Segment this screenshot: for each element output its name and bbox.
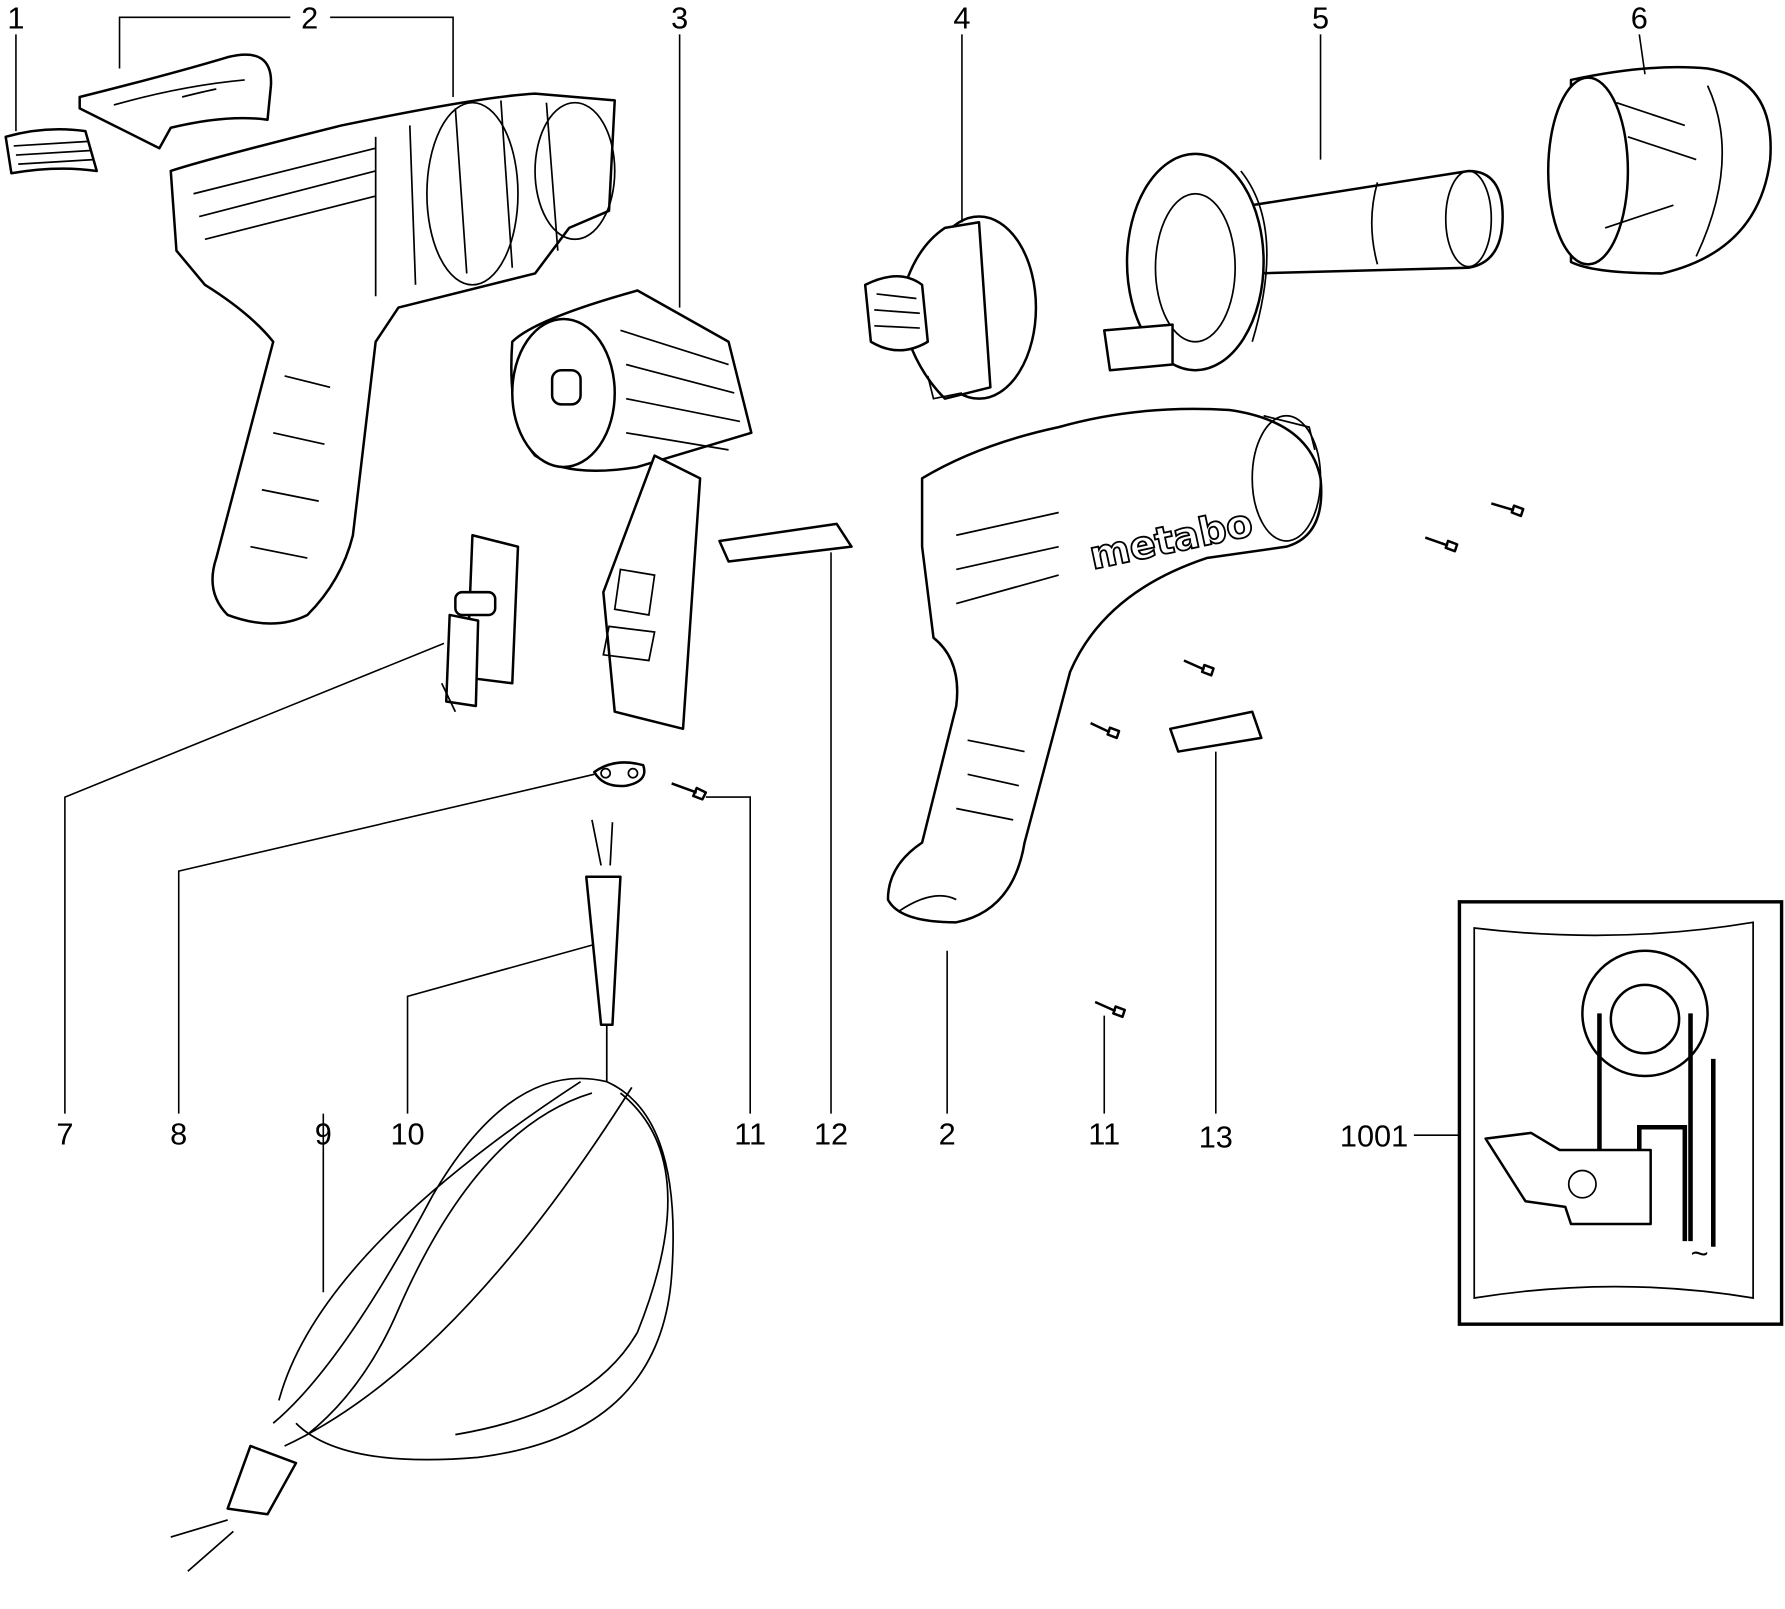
callout-1: 1 <box>7 1 24 36</box>
callout-6: 6 <box>1631 1 1648 36</box>
part-6-nozzle-housing <box>1546 65 1772 275</box>
part-4-fan-wheel <box>863 215 1038 400</box>
part-3-motor-assembly <box>510 289 753 731</box>
part-5-heating-element <box>1102 152 1504 372</box>
part-2-top-cover <box>78 53 273 150</box>
callout-4: 4 <box>953 1 970 36</box>
part-12-label <box>718 522 853 563</box>
callout-7: 7 <box>56 1116 73 1151</box>
callout-13: 13 <box>1199 1120 1233 1155</box>
callout-12: 12 <box>814 1116 848 1151</box>
callout-5: 5 <box>1312 1 1329 36</box>
callout-9: 9 <box>315 1116 332 1151</box>
inset-ac-symbol: ~ <box>1691 1236 1709 1271</box>
callout-8: 8 <box>170 1116 187 1151</box>
part-9-power-cord <box>170 1024 674 1572</box>
part-1-label-plate <box>4 128 99 175</box>
callout-2-bottom: 2 <box>939 1116 956 1151</box>
part-10-cable-sleeve <box>585 819 622 1027</box>
part-8-cable-clamp <box>592 761 646 788</box>
inset-1001-wiring: ~ <box>1457 900 1784 1326</box>
part-7-switch <box>440 534 520 713</box>
screws <box>671 502 1525 1019</box>
callout-2-top: 2 <box>301 1 318 36</box>
part-13-label <box>1169 710 1263 753</box>
part-2-housing-left-half <box>169 92 616 625</box>
callout-3: 3 <box>671 1 688 36</box>
callout-1001: 1001 <box>1340 1119 1408 1154</box>
callout-10: 10 <box>390 1116 424 1151</box>
leader-lines <box>15 16 1646 1293</box>
callout-11-right: 11 <box>1088 1116 1120 1151</box>
part-2-housing-right-half: metabo <box>886 407 1323 924</box>
callout-11-left: 11 <box>734 1116 766 1151</box>
